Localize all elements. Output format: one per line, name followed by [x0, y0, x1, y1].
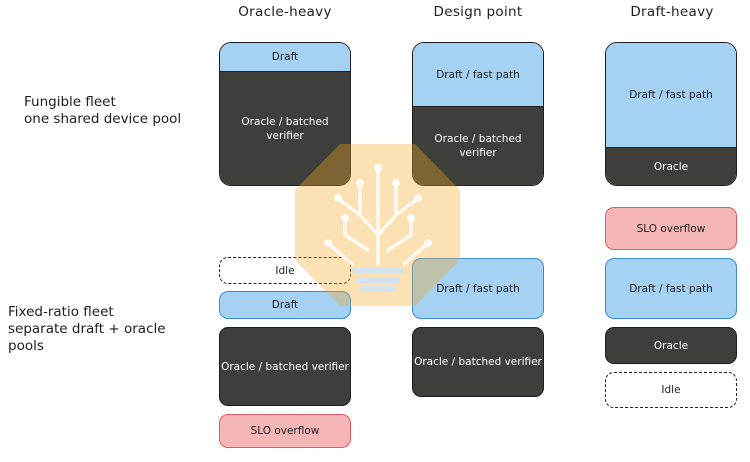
fixed-oracle-heavy-oracle: Oracle / batched verifier [219, 327, 351, 406]
fixed-draft-heavy-idle: Idle [605, 372, 737, 408]
fixed-draft-heavy-draft: Draft / fast path [605, 258, 737, 319]
fixed-oracle-heavy-slo-overflow: SLO overflow [219, 414, 351, 448]
fixed-draft-heavy-oracle: Oracle [605, 327, 737, 364]
fixed-draft-heavy-slo-overflow: SLO overflow [605, 207, 737, 250]
row-label-fixed-ratio-fleet: Fixed-ratio fleet separate draft + oracl… [8, 304, 166, 354]
column-header-oracle-heavy: Oracle-heavy [238, 4, 332, 20]
fixed-design-point-oracle: Oracle / batched verifier [412, 327, 544, 397]
oracle-segment: Oracle / batched verifier [413, 107, 543, 185]
column-header-draft-heavy: Draft-heavy [630, 4, 714, 20]
draft-segment: Draft / fast path [606, 43, 736, 148]
fungible-oracle-heavy-pool: Draft Oracle / batched verifier [219, 42, 351, 186]
fungible-design-point-pool: Draft / fast path Oracle / batched verif… [412, 42, 544, 186]
fungible-draft-heavy-pool: Draft / fast path Oracle [605, 42, 737, 186]
fixed-oracle-heavy-draft: Draft [219, 291, 351, 319]
fixed-oracle-heavy-idle: Idle [219, 257, 351, 284]
draft-segment: Draft / fast path [413, 43, 543, 107]
oracle-segment: Oracle / batched verifier [220, 72, 350, 185]
row-label-fungible-fleet: Fungible fleet one shared device pool [24, 94, 182, 127]
draft-segment: Draft [220, 43, 350, 72]
fixed-design-point-draft: Draft / fast path [412, 258, 544, 319]
column-header-design-point: Design point [433, 4, 523, 20]
oracle-segment: Oracle [606, 148, 736, 185]
